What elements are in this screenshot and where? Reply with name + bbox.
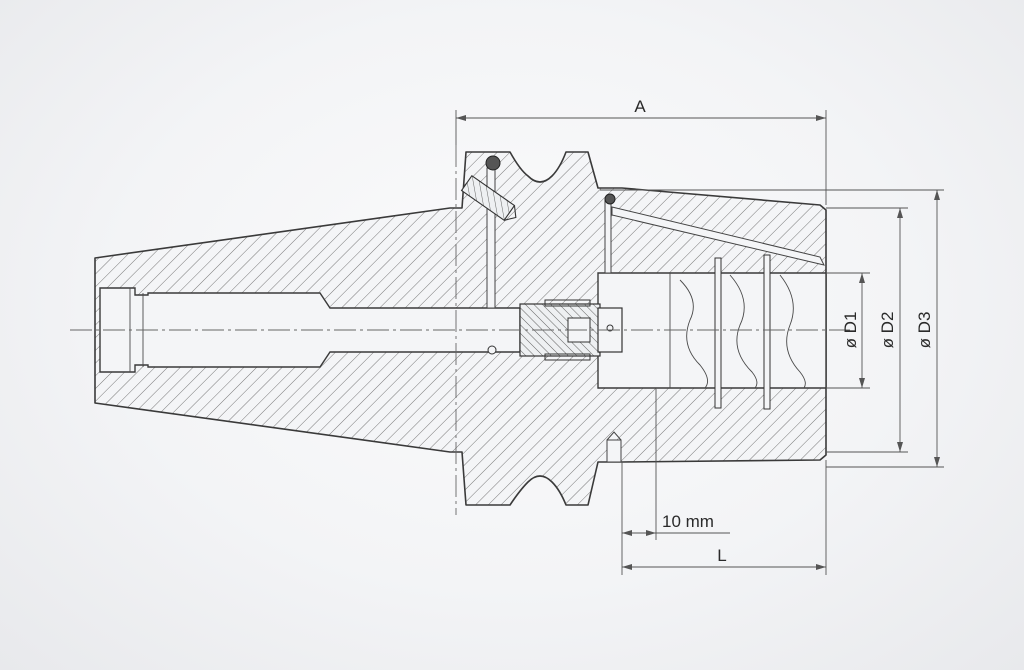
dim-a-label: A xyxy=(634,97,646,116)
dimension-l: L xyxy=(622,460,827,575)
dim-l-label: L xyxy=(717,546,726,565)
dimension-d2: ø D2 xyxy=(826,207,908,453)
sealing-ball xyxy=(604,193,616,205)
port-hole xyxy=(487,345,497,355)
angled-set-screw xyxy=(460,174,517,222)
dim-d3-label: ø D3 xyxy=(915,312,934,349)
coolant-channels xyxy=(486,167,825,463)
dim-d2-label: ø D2 xyxy=(878,312,897,349)
dimension-10mm: 10 mm xyxy=(621,388,730,575)
sealing-ball xyxy=(485,155,501,171)
dimension-a: A xyxy=(455,97,827,205)
front-bore xyxy=(597,272,827,389)
dim-10mm-label: 10 mm xyxy=(662,512,714,531)
dim-d1-label: ø D1 xyxy=(841,312,860,349)
clamping-grooves xyxy=(669,254,806,410)
dimension-d3: ø D3 xyxy=(600,189,944,468)
dimension-d1: ø D1 xyxy=(826,272,870,389)
